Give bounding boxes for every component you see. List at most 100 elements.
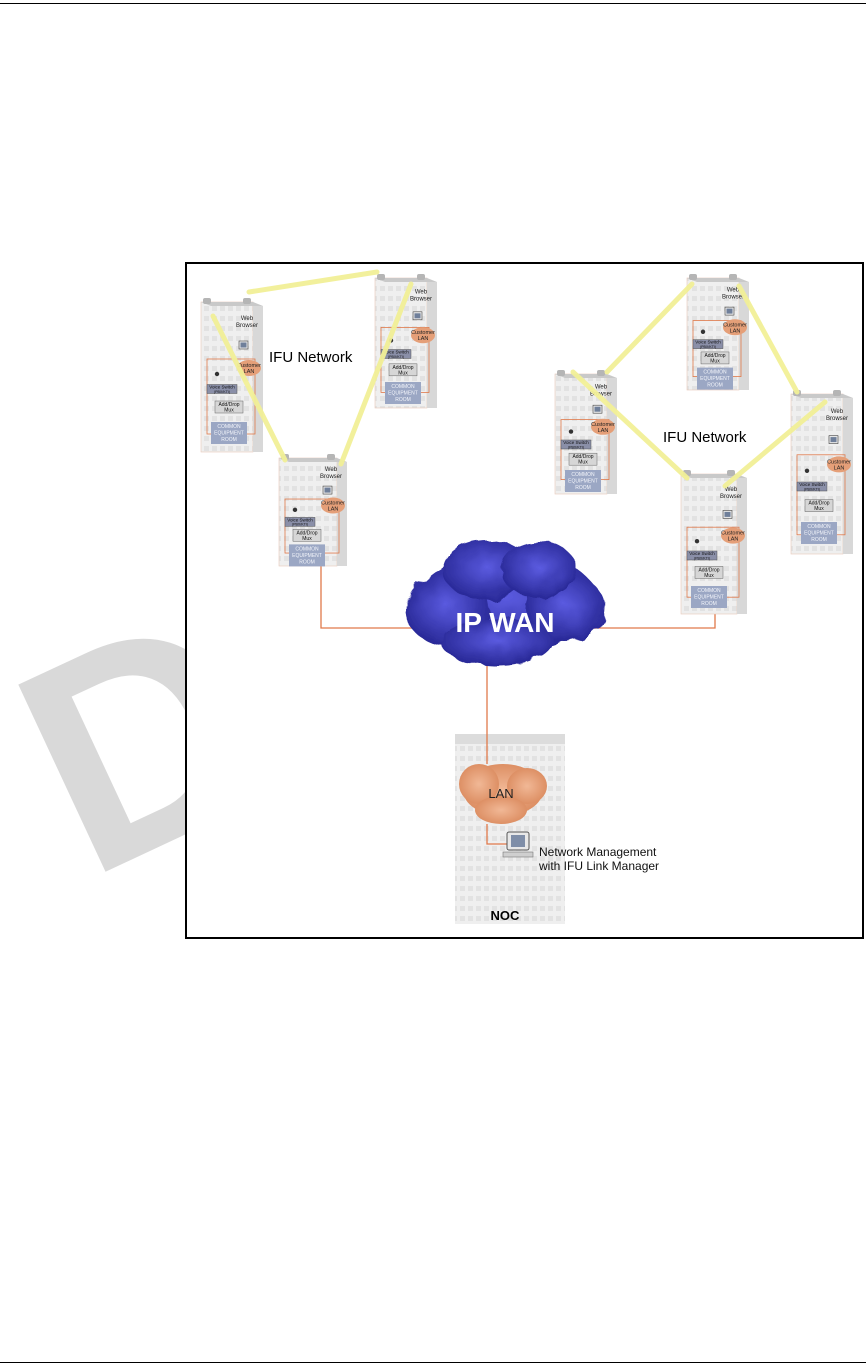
noc-lan-label: LAN <box>488 786 513 801</box>
web-browser-label: Browser <box>590 391 612 397</box>
mux-label: Mux <box>398 370 408 376</box>
web-browser-label: Browser <box>826 416 848 422</box>
equipment-room-label: EQUIPMENT <box>804 531 834 537</box>
equipment-room-label: COMMON <box>697 588 721 594</box>
voice-switch-label: Voice Switch <box>287 517 313 522</box>
phone-icon <box>214 371 220 377</box>
antenna-icon <box>729 274 737 280</box>
equipment-room-label: ROOM <box>221 437 237 443</box>
customer-lan-cloud <box>411 327 435 344</box>
equipment-room-label: COMMON <box>703 370 727 376</box>
building-side <box>337 462 347 566</box>
wired-link-left-to-wan <box>320 562 427 629</box>
antenna-icon <box>689 274 697 280</box>
wan-label: IP WAN <box>455 607 554 638</box>
web-browser-label: Web <box>415 290 428 296</box>
nms-label-line1: Network Management <box>539 845 657 859</box>
noc-building <box>455 734 565 924</box>
wireless-link-d <box>604 281 695 375</box>
web-browser-label: Web <box>325 467 338 473</box>
voice-switch-label: Voice Switch <box>209 385 235 390</box>
web-browser-label: Browser <box>722 294 744 300</box>
wireless-link-b <box>210 313 288 463</box>
monitor-screen <box>511 835 525 847</box>
web-browser-label: Web <box>595 384 608 390</box>
equipment-room-panel <box>211 422 247 444</box>
monitor-screen <box>830 437 837 443</box>
building-side <box>427 282 437 408</box>
voice-switch-box <box>380 349 412 359</box>
equipment-room-panel <box>565 470 601 492</box>
building-side <box>607 378 617 494</box>
add-drop-mux-box <box>292 529 322 542</box>
voice-switch-label: Voice Switch <box>563 440 589 445</box>
wireless-link-a <box>246 269 380 295</box>
customer-lan-label: LAN <box>598 428 609 434</box>
equipment-room-label: EQUIPMENT <box>388 391 418 397</box>
voice-switch-box <box>796 481 828 492</box>
equipment-room-label: COMMON <box>295 546 319 552</box>
equipment-room-label: EQUIPMENT <box>568 479 598 485</box>
customer-lan-label: Customer <box>411 330 435 336</box>
monitor-screen <box>240 342 247 348</box>
web-browser-label: Web <box>725 487 738 493</box>
voice-switch-label: (PBX/KTI) <box>700 345 716 349</box>
equipment-room-label: ROOM <box>707 383 723 389</box>
antenna-icon <box>327 454 335 460</box>
customer-lan-cloud <box>321 497 345 514</box>
mux-label: Add/Drop <box>392 365 413 371</box>
add-drop-mux-box <box>214 400 244 414</box>
antenna-icon <box>557 370 565 376</box>
add-drop-mux-box <box>694 566 724 579</box>
add-drop-mux-box <box>388 363 418 377</box>
ifu-network-label-left: IFU Network <box>269 349 353 366</box>
equipment-room-label: COMMON <box>217 424 241 430</box>
add-drop-mux-box <box>804 499 834 512</box>
antenna-icon <box>203 298 211 304</box>
mux-label: Mux <box>710 358 720 364</box>
wireless-links <box>210 269 828 489</box>
equipment-room-label: ROOM <box>701 601 717 607</box>
customer-lan-label: Customer <box>723 322 747 328</box>
noc-title: NOC <box>491 908 521 923</box>
antenna-icon <box>417 274 425 280</box>
monitor-screen <box>724 511 731 517</box>
mux-label: Mux <box>224 408 234 414</box>
equipment-room-panel <box>385 382 421 404</box>
phone-icon <box>804 468 810 473</box>
nms-label-line2: with IFU Link Manager <box>538 859 659 873</box>
mux-label: Add/Drop <box>704 353 725 359</box>
equipment-room-label: COMMON <box>807 524 831 530</box>
voice-switch-label: Voice Switch <box>689 551 715 556</box>
customer-lan-label: LAN <box>728 537 739 543</box>
web-browser-label: Browser <box>410 297 432 303</box>
monitor-screen <box>324 487 331 493</box>
ifu-network-label-right: IFU Network <box>663 429 747 446</box>
equipment-room-label: ROOM <box>395 397 411 403</box>
equipment-room-label: ROOM <box>299 559 315 565</box>
building-side <box>739 282 749 390</box>
monitor-screen <box>726 308 733 314</box>
antenna-icon <box>727 470 735 476</box>
customer-lan-label: Customer <box>827 459 851 465</box>
customer-lan-label: LAN <box>834 465 845 471</box>
customer-lan-cloud <box>723 319 747 336</box>
customer-lan-label: Customer <box>721 531 745 537</box>
voice-switch-label: (PBX/KTI) <box>568 445 584 449</box>
antenna-icon <box>833 390 841 396</box>
voice-switch-label: Voice Switch <box>383 350 409 355</box>
add-drop-mux-box <box>700 351 730 365</box>
mux-label: Mux <box>578 460 588 466</box>
building-side <box>737 478 747 614</box>
voice-switch-box <box>692 339 724 349</box>
customer-lan-label: LAN <box>244 369 255 375</box>
building-roof <box>279 458 347 462</box>
nms-workstation: Network Management with IFU Link Manager <box>502 831 659 873</box>
wireless-link-g <box>722 399 828 489</box>
equipment-room-panel <box>697 367 733 390</box>
equipment-room-panel <box>691 586 727 608</box>
